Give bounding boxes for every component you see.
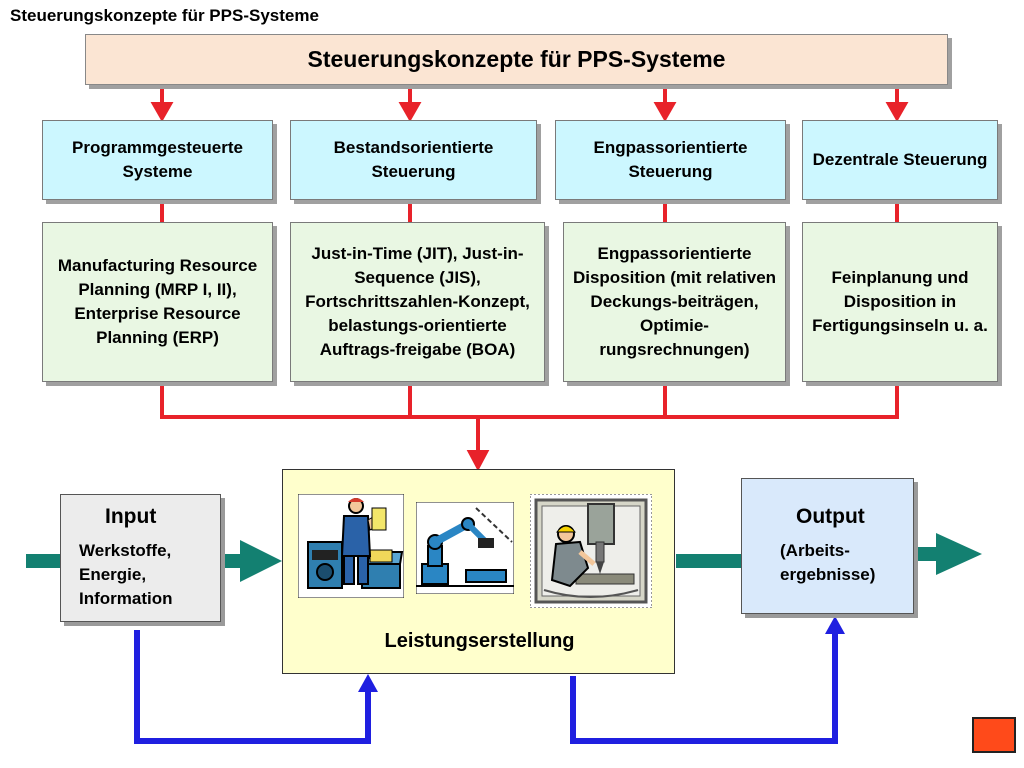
category-title: Bestandsorientierte Steuerung [333, 138, 494, 181]
blue-feedback-arrows [134, 616, 845, 744]
output-title: Output [796, 505, 865, 528]
leistungserstellung-box: Leistungserstellung [282, 469, 675, 674]
description-text: Just-in-Time (JIT), Just-in-Sequence (JI… [305, 244, 530, 359]
input-line: Information [79, 589, 173, 608]
output-box: Output (Arbeits- ergebnisse) [741, 478, 914, 614]
input-line: Werkstoffe, [79, 541, 172, 560]
input-box: Input Werkstoffe, Energie, Information [60, 494, 221, 622]
category-title: Programmgesteuerte Systeme [71, 138, 243, 181]
category-to-description-connectors [160, 203, 899, 222]
description-box-dezentrale: Feinplanung und Disposition in Fertigung… [802, 222, 998, 382]
output-line: (Arbeits- [780, 541, 850, 560]
description-box-programmgesteuerte: Manufacturing Resource Planning (MRP I, … [42, 222, 273, 382]
input-lines: Werkstoffe, Energie, Information [79, 539, 173, 611]
category-title: Dezentrale Steuerung [812, 150, 988, 169]
description-merge-arrow [160, 386, 899, 472]
category-box-engpassorientierte: Engpassorientierte Steuerung [555, 120, 786, 200]
description-text: Engpassorientierte Disposition (mit rela… [572, 244, 777, 359]
output-lines: (Arbeits- ergebnisse) [780, 539, 875, 587]
output-line: ergebnisse) [780, 565, 876, 584]
category-box-dezentrale: Dezentrale Steuerung [802, 120, 998, 200]
banner-title: Steuerungskonzepte für PPS-Systeme [307, 46, 726, 72]
worker-at-machine-icon [298, 494, 404, 598]
process-title: Leistungserstellung [384, 630, 575, 652]
banner-to-category-arrows [150, 88, 909, 123]
category-box-programmgesteuerte: Programmgesteuerte Systeme [42, 120, 273, 200]
category-box-bestandsorientierte: Bestandsorientierte Steuerung [290, 120, 537, 200]
description-box-engpassorientierte: Engpassorientierte Disposition (mit rela… [563, 222, 786, 382]
description-text: Manufacturing Resource Planning (MRP I, … [57, 256, 258, 347]
description-box-bestandsorientierte: Just-in-Time (JIT), Just-in-Sequence (JI… [290, 222, 545, 382]
input-line: Energie, [79, 565, 147, 584]
robot-arm-icon [416, 502, 514, 594]
main-title-banner: Steuerungskonzepte für PPS-Systeme [85, 34, 948, 85]
category-title: Engpassorientierte Steuerung [593, 138, 748, 181]
mechanic-at-drill-icon [530, 494, 652, 608]
teal-flow-arrows [26, 533, 982, 582]
description-text: Feinplanung und Disposition in Fertigung… [812, 268, 988, 335]
page-title: Steuerungskonzepte für PPS-Systeme [10, 6, 319, 25]
navigation-square-icon[interactable] [972, 717, 1016, 753]
input-title: Input [105, 505, 157, 528]
